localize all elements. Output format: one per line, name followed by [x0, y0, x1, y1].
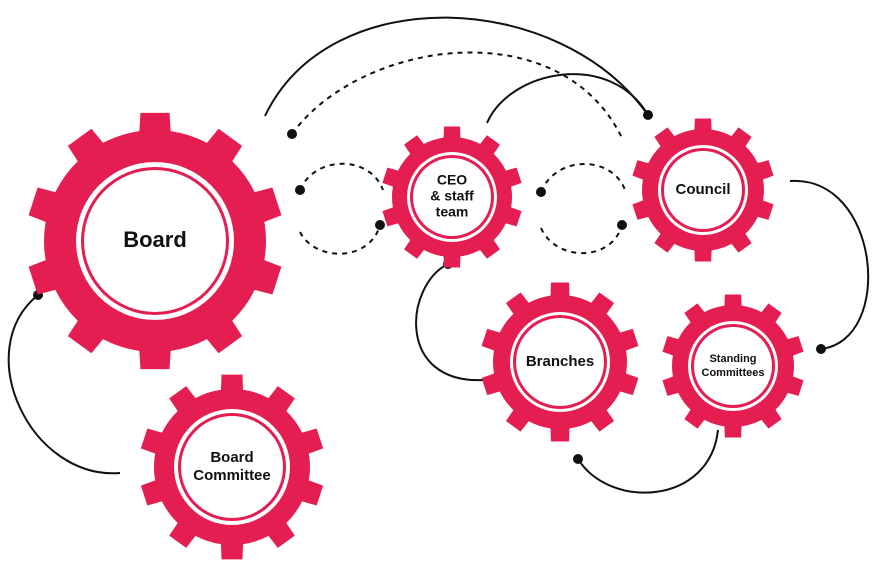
gear-label-line: Board [123, 227, 187, 252]
gear-hub-face [181, 416, 283, 518]
branches-gear: Branches [481, 282, 639, 442]
gear-label-line: Branches [526, 353, 594, 370]
gear-label-line: Committees [702, 367, 765, 379]
board-ceo-dot-right [375, 220, 385, 230]
gear-label-line: Board [210, 449, 253, 466]
board-ceo-dashed-upper [299, 162, 384, 191]
gear-label-line: Council [676, 181, 731, 198]
ceo-council-dot-left [536, 187, 546, 197]
gear-hub-face [413, 158, 491, 236]
gear-hub-face [84, 170, 226, 312]
board-council-dashed-dot [287, 129, 297, 139]
ceo-council-dashed-lower [540, 224, 623, 255]
council-gear: Council [632, 118, 774, 262]
gear-hub-face [694, 327, 772, 405]
ceo-branches-arc [415, 263, 486, 382]
ceo-council-dot-right [617, 220, 627, 230]
gear-label-line: Standing [709, 353, 756, 365]
council-standing-arc [789, 179, 870, 350]
board-council-dashed-arc [291, 51, 623, 139]
board-ceo-dashed-lower [299, 224, 381, 255]
board-council-solid-arc [264, 16, 649, 117]
gear-hub-face [516, 318, 604, 406]
branches-standing-dot [573, 454, 583, 464]
gear-label-line: team [436, 204, 469, 220]
gear-label-line: CEO [437, 172, 467, 188]
council-standing-dot [816, 344, 826, 354]
gear-label-line: & staff [430, 188, 474, 204]
gear-hub-face [664, 151, 742, 229]
gear-label-line: Committee [193, 467, 271, 484]
branches-standing-arc [577, 429, 719, 494]
connectors [7, 16, 870, 494]
board-ceo-dot-left [295, 185, 305, 195]
ceo-council-dashed-upper [540, 163, 626, 193]
ceo-council-solid-arc [486, 73, 649, 124]
board-committee-arc [7, 294, 121, 475]
board-gear: Board [28, 112, 282, 370]
